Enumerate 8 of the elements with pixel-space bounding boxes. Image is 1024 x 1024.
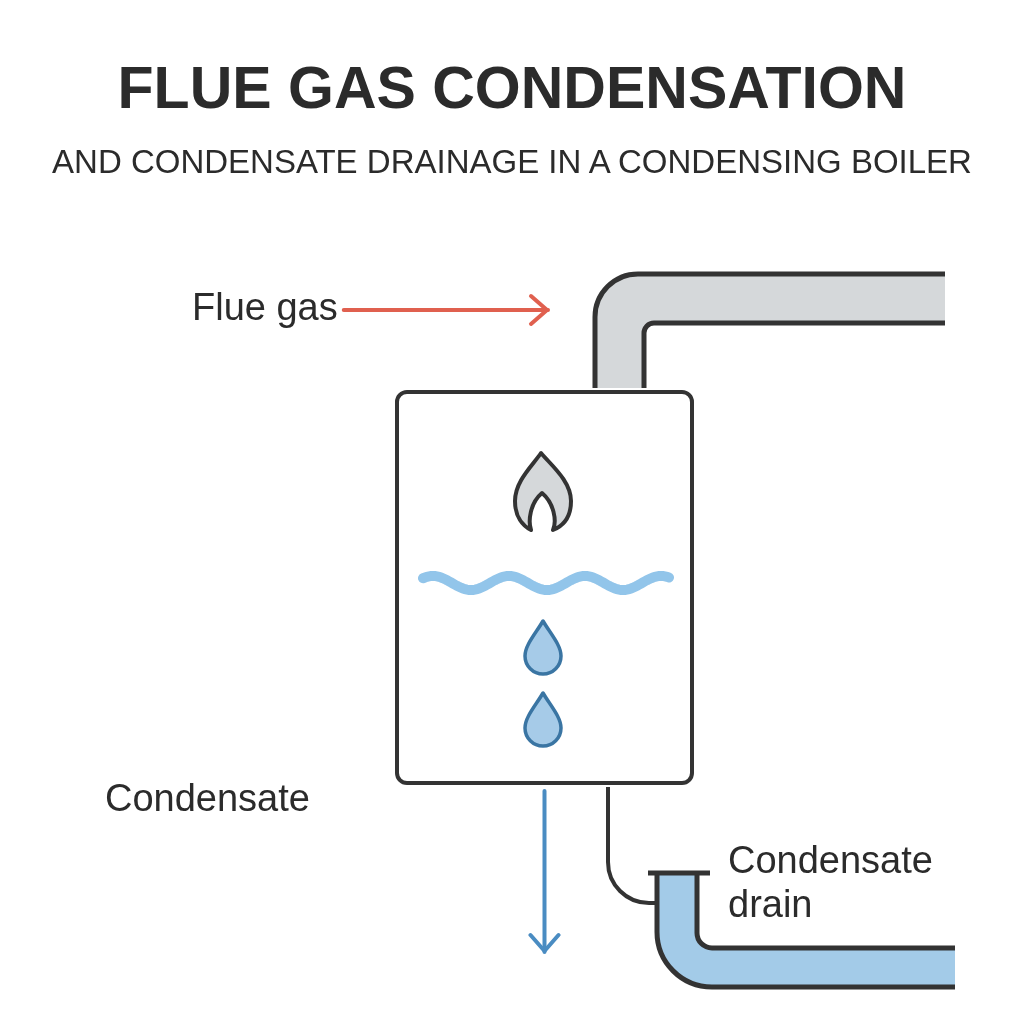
subtitle: AND CONDENSATE DRAINAGE IN A CONDENSING BOILER [52,145,972,178]
flow-label: Condensate [105,776,310,820]
arrow [341,294,550,326]
title: FLUE GAS CONDENSATION [117,59,907,118]
boiler-unit [395,390,694,785]
flow-label: Flue gas [192,285,338,329]
drain-label: Condensate drain [728,838,953,926]
arrow [528,789,561,954]
